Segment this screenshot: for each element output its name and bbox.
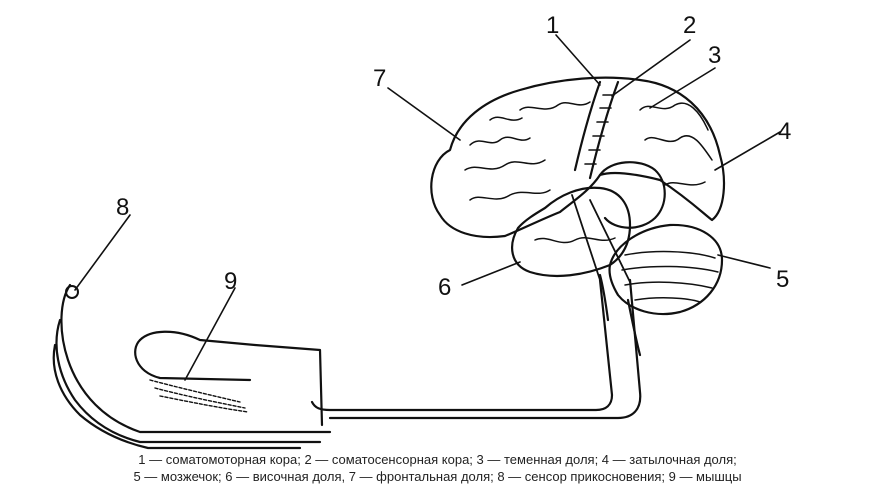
caption-line-2: 5 — мозжечок; 6 — височная доля, 7 — фро… (0, 469, 875, 484)
muscle-hatch (150, 380, 248, 412)
label-2: 2 (683, 14, 696, 38)
label-8: 8 (116, 196, 129, 220)
leader-8 (75, 215, 130, 290)
label-4: 4 (778, 120, 791, 144)
leader-7 (388, 88, 460, 140)
finger-upper (61, 285, 330, 432)
leader-4 (715, 132, 780, 170)
nerve-tract-inner (330, 280, 640, 418)
label-5: 5 (776, 268, 789, 292)
nerve-tract-outer (312, 280, 612, 410)
caption-line-1: 1 — соматомоторная кора; 2 — соматосенсо… (0, 452, 875, 467)
label-3: 3 (708, 44, 721, 68)
finger-mid (56, 320, 320, 442)
leader-6 (462, 262, 520, 285)
leader-9 (185, 288, 235, 380)
label-7: 7 (373, 67, 386, 91)
temporal-lobe-outline (512, 188, 630, 276)
leader-5 (718, 255, 770, 268)
label-9: 9 (224, 270, 237, 294)
parietal-region (600, 162, 665, 228)
label-6: 6 (438, 276, 451, 300)
leader-2 (612, 40, 690, 96)
leader-1 (556, 35, 600, 85)
leader-3 (650, 68, 715, 108)
label-1: 1 (546, 14, 559, 38)
